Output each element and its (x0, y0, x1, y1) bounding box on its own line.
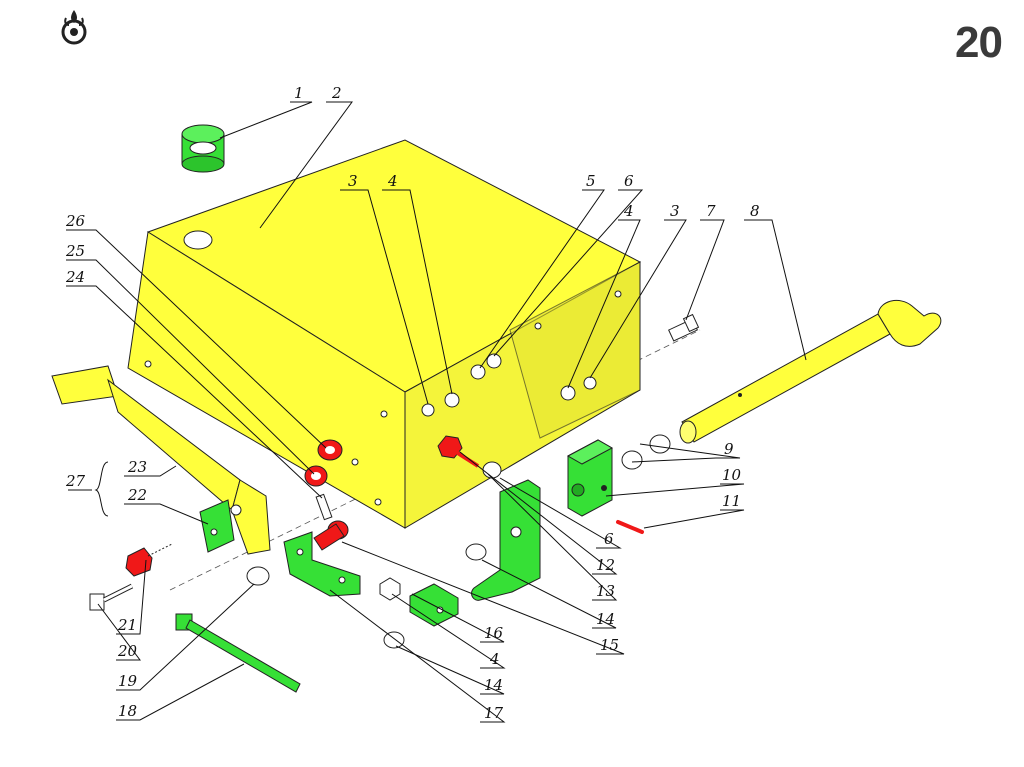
green-clevis-part (283, 531, 361, 597)
callout-11: 11 (722, 492, 741, 510)
callout-22: 22 (127, 486, 147, 504)
callout-labels: 1 2 3 4 5 6 4 3 7 8 26 25 24 9 10 11 27 … (65, 84, 760, 722)
callout-21: 21 (117, 616, 137, 634)
hex-nut-part (379, 577, 401, 601)
small-bolt-part (668, 313, 700, 342)
washer-part (246, 566, 270, 586)
callout-13: 13 (596, 582, 615, 600)
green-sector-part (199, 499, 235, 553)
nuts-and-washers (421, 353, 597, 417)
callout-19: 19 (118, 672, 138, 690)
red-clevis-bushing-part (313, 520, 349, 551)
grommet-part (181, 124, 225, 173)
callout-3: 3 (348, 172, 358, 190)
callout-6-lower: 6 (604, 530, 614, 548)
callout-26: 26 (65, 212, 86, 230)
callout-8: 8 (750, 202, 760, 220)
callout-5: 5 (586, 172, 596, 190)
callout-9: 9 (724, 440, 734, 458)
callout-4: 4 (387, 172, 398, 190)
callout-4-lower: 4 (489, 650, 500, 668)
callout-3-right: 3 (670, 202, 680, 220)
circlip-part (383, 631, 405, 649)
callout-24: 24 (65, 268, 85, 286)
callout-23: 23 (127, 458, 147, 476)
callout-4-right: 4 (623, 202, 634, 220)
ring-washers-part (621, 434, 671, 470)
red-nut-part (125, 543, 173, 577)
callout-7: 7 (706, 202, 716, 220)
shift-shaft-part (679, 299, 942, 444)
callout-1: 1 (294, 84, 304, 102)
green-bracket-part (471, 479, 541, 601)
callout-18: 18 (118, 702, 137, 720)
handle-lever-part (51, 365, 271, 555)
callout-25: 25 (65, 242, 85, 260)
screw-part (89, 583, 134, 611)
callout-2: 2 (331, 84, 342, 102)
callout-27: 27 (65, 472, 86, 490)
callout-14: 14 (596, 610, 615, 628)
leader-lines (66, 101, 807, 723)
group-bracket (94, 461, 109, 517)
callout-15: 15 (600, 636, 619, 654)
callout-10: 10 (722, 466, 742, 484)
callout-14-lower: 14 (484, 676, 503, 694)
green-block-part (566, 439, 614, 517)
green-long-bolt-part (175, 613, 301, 693)
wheat-gear-logo-icon (61, 10, 87, 45)
callout-16: 16 (484, 624, 504, 642)
callout-12: 12 (596, 556, 615, 574)
page-number: 20 (955, 18, 1003, 67)
callout-6: 6 (624, 172, 634, 190)
callout-17: 17 (484, 704, 504, 722)
red-pin-part (616, 520, 644, 534)
callout-20: 20 (117, 642, 138, 660)
